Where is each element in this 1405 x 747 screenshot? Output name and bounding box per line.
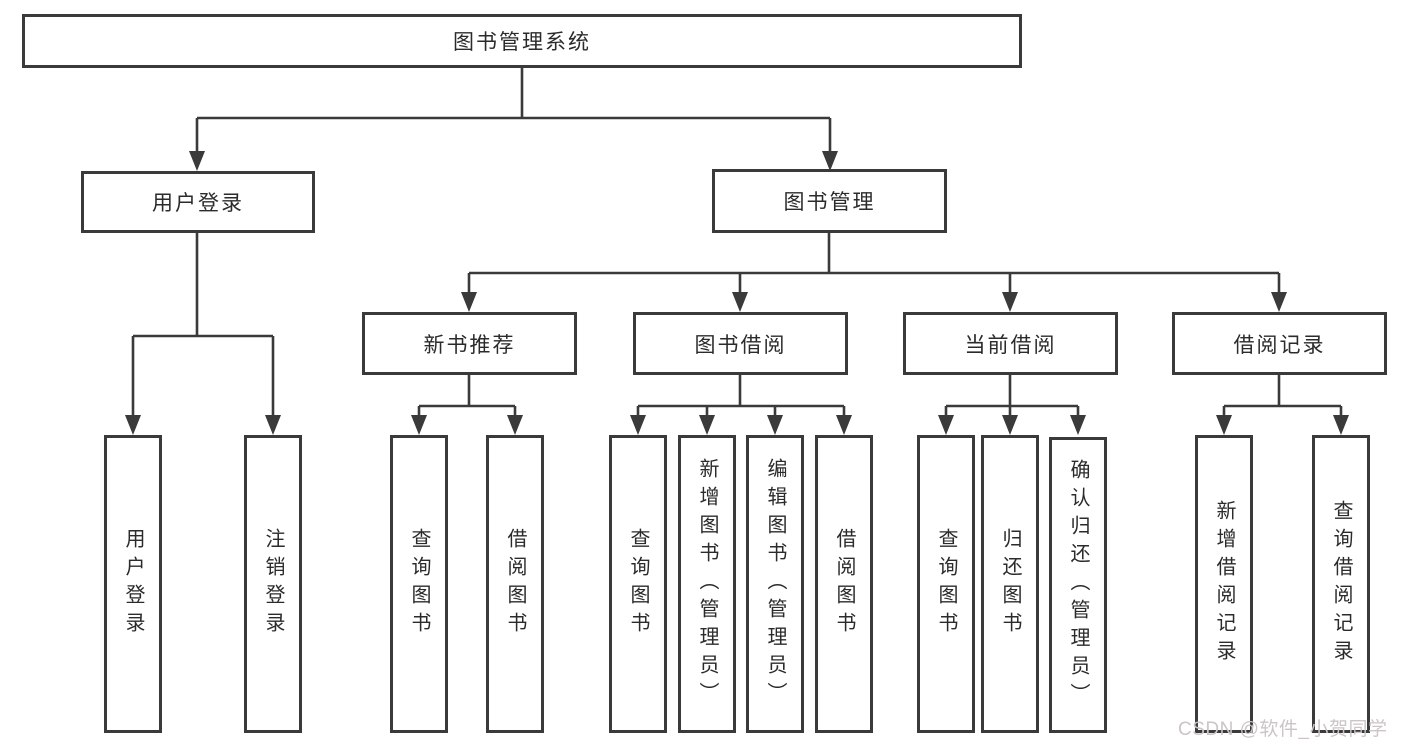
leaf-borrow-books-2: 借阅图书 xyxy=(815,435,873,733)
leaf-label: 归还图书 xyxy=(999,528,1021,640)
leaf-label: 查询图书 xyxy=(935,528,957,640)
leaf-label: 用户登录 xyxy=(122,528,144,640)
leaf-query-books-3: 查询图书 xyxy=(917,435,975,733)
leaf-add-books-admin: 新增图书（管理员） xyxy=(678,435,736,733)
node-borrow-records: 借阅记录 xyxy=(1172,312,1387,375)
node-book-borrow-label: 图书借阅 xyxy=(694,333,787,357)
leaf-label: 查询图书 xyxy=(627,528,649,640)
node-book-borrow: 图书借阅 xyxy=(633,312,848,375)
leaf-label: 确认归还（管理员） xyxy=(1067,459,1089,711)
csdn-watermark: CSDN @软件_小贺同学 xyxy=(1178,719,1388,740)
leaf-user-login: 用户登录 xyxy=(104,435,162,733)
node-root: 图书管理系统 xyxy=(22,14,1022,68)
leaf-label: 编辑图书（管理员） xyxy=(764,458,786,710)
leaf-query-books-1: 查询图书 xyxy=(390,435,448,733)
leaf-borrow-books-1: 借阅图书 xyxy=(486,435,544,733)
leaf-label: 注销登录 xyxy=(262,528,284,640)
leaf-query-books-2: 查询图书 xyxy=(609,435,667,733)
node-book-mgmt-label: 图书管理 xyxy=(783,191,876,214)
node-borrow-records-label: 借阅记录 xyxy=(1233,333,1326,357)
leaf-label: 借阅图书 xyxy=(833,528,855,640)
leaf-label: 查询借阅记录 xyxy=(1330,500,1352,668)
leaf-confirm-return-admin: 确认归还（管理员） xyxy=(1049,437,1107,733)
leaf-label: 查询图书 xyxy=(408,528,430,640)
leaf-logout: 注销登录 xyxy=(244,435,302,733)
leaf-query-borrow-record: 查询借阅记录 xyxy=(1312,435,1370,733)
node-new-books-label: 新书推荐 xyxy=(423,333,516,357)
node-current-borrow: 当前借阅 xyxy=(903,312,1118,375)
node-new-books: 新书推荐 xyxy=(362,312,577,375)
node-user-login-label: 用户登录 xyxy=(152,192,244,215)
arrowhead-icons xyxy=(125,151,1349,435)
leaf-label: 新增借阅记录 xyxy=(1213,500,1235,668)
leaf-add-borrow-record: 新增借阅记录 xyxy=(1195,435,1253,733)
leaf-label: 新增图书（管理员） xyxy=(696,458,718,710)
leaf-edit-books-admin: 编辑图书（管理员） xyxy=(746,435,804,733)
leaf-return-books: 归还图书 xyxy=(981,435,1039,733)
node-current-borrow-label: 当前借阅 xyxy=(964,333,1057,357)
node-root-label: 图书管理系统 xyxy=(453,31,591,54)
node-user-login: 用户登录 xyxy=(81,171,315,233)
node-book-mgmt: 图书管理 xyxy=(712,169,947,233)
leaf-label: 借阅图书 xyxy=(504,528,526,640)
